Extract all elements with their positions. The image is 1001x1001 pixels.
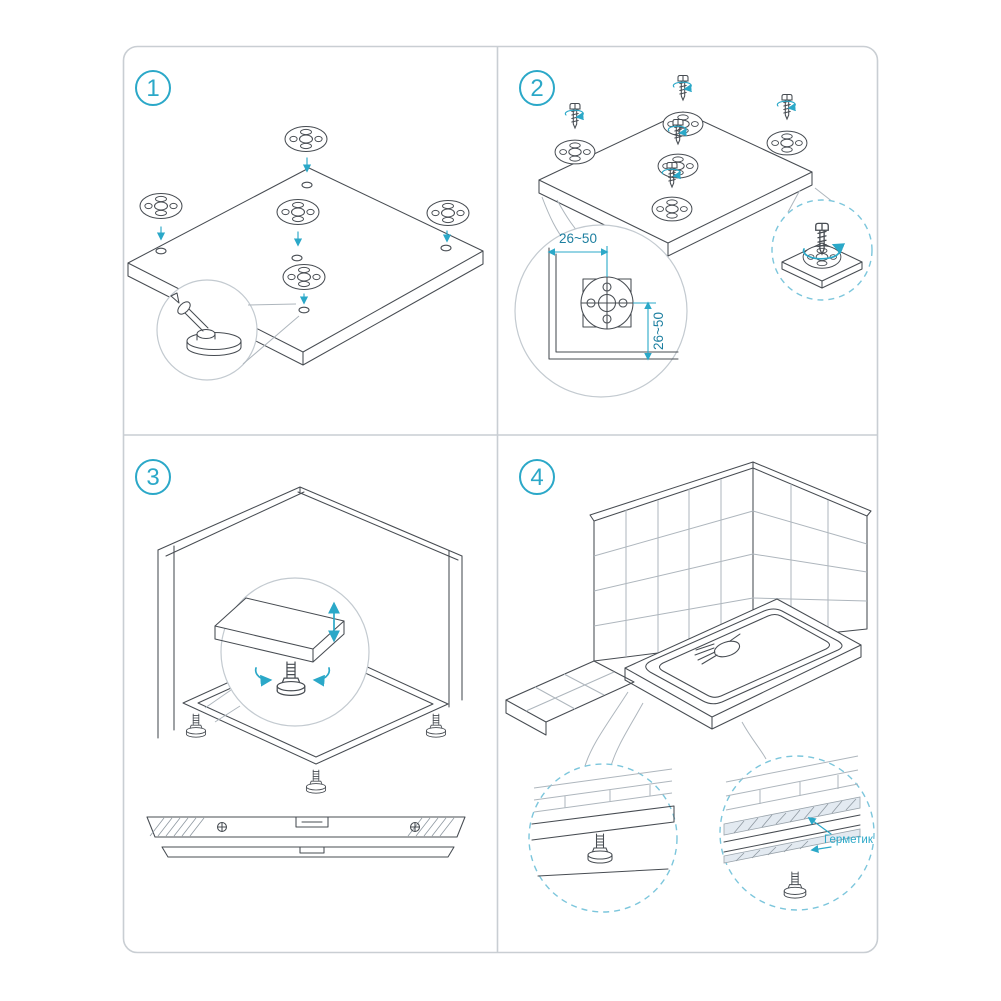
rotate-arrow-icon — [672, 81, 692, 93]
screw-icon — [776, 93, 796, 120]
step-number: 1 — [146, 75, 159, 102]
corner-dimension-detail: 26~50 26~50 — [547, 231, 679, 361]
dimension-label-vertical: 26~50 — [651, 312, 666, 350]
panel-step-4: 4 — [505, 459, 875, 913]
screw-icon — [667, 118, 687, 145]
mounting-plates-fixed — [554, 111, 808, 222]
insert-direction-arrows — [156, 157, 452, 305]
foot-adjustment-detail — [214, 597, 345, 696]
bolt-head — [177, 301, 191, 315]
adjustable-foot-icon — [185, 713, 207, 738]
rotate-arrow-icon — [802, 243, 846, 260]
sheet-border — [122, 45, 879, 954]
tiled-floor — [505, 660, 635, 736]
step-circle — [519, 70, 555, 106]
step-badge-1: 1 — [135, 70, 171, 106]
panel-step-3: 3 — [135, 459, 466, 858]
step-badge-4: 4 — [519, 459, 555, 495]
zoom-detail-circle — [719, 755, 875, 911]
screw-in-plate-detail — [781, 222, 863, 289]
horizontal-dimension: 26~50 — [547, 231, 609, 277]
step-number: 4 — [530, 464, 543, 491]
panel-step-2: 2 — [514, 70, 873, 398]
step-badge-2: 2 — [519, 70, 555, 106]
screw-head-icon — [216, 821, 228, 833]
mounting-plate-icon — [284, 125, 328, 153]
mounting-plate-icon — [657, 153, 699, 179]
mounting-plate-icon — [651, 196, 693, 222]
cabinet-underside — [157, 486, 463, 739]
detail-leader-lines — [204, 689, 241, 723]
left-wall-tile-grid — [593, 479, 754, 657]
board-corner-inner — [555, 253, 679, 353]
mounting-plate-icon — [282, 263, 326, 291]
step-circle — [519, 459, 555, 495]
sealant-detail: Герметик — [723, 755, 874, 899]
sealant-bead-floor — [723, 828, 861, 864]
mounting-plate-icon — [766, 130, 808, 156]
step-number: 3 — [146, 464, 159, 491]
step-circle — [135, 70, 171, 106]
tray-base-board — [127, 167, 484, 366]
panel-step-1: 1 — [127, 70, 484, 381]
loose-foot-detail — [170, 292, 242, 357]
adjustable-foot-icon — [425, 713, 447, 738]
step-circle — [135, 459, 171, 495]
rotate-arrow-icon — [254, 667, 273, 687]
rotate-arrow-icon — [564, 109, 584, 121]
step-number: 2 — [530, 75, 543, 102]
screw-head-icon — [409, 821, 421, 833]
screw-icon — [661, 161, 681, 188]
mounting-plate-icon — [276, 198, 320, 226]
rotate-arrow-icon — [661, 168, 681, 180]
board-corner-outer — [548, 247, 679, 360]
frame-side-view — [161, 846, 455, 858]
sealant-pointer-arrow — [807, 817, 832, 835]
mounting-plates-floating — [139, 125, 470, 291]
dimension-label-horizontal: 26~50 — [559, 231, 597, 246]
adjustable-foot-icon — [305, 769, 327, 794]
panel-grid — [122, 45, 879, 954]
bolt-shaft — [183, 308, 209, 332]
mounting-plate-icon — [554, 139, 596, 165]
detail-leader-lines — [584, 691, 767, 767]
mounting-plate-icon — [139, 192, 183, 220]
vertical-dimension: 26~50 — [633, 301, 666, 361]
mounting-holes — [155, 181, 452, 314]
detail-leader-lines — [242, 303, 300, 365]
mounting-plate-plan — [580, 276, 634, 330]
rotate-arrow-icon — [312, 667, 331, 687]
sealant-pointer-arrow — [810, 845, 832, 853]
screw-icon — [564, 102, 584, 129]
mounting-plate-icon — [426, 199, 470, 227]
screws-with-rotation — [564, 74, 796, 188]
rotate-arrow-icon — [667, 125, 687, 137]
screw-icon — [672, 74, 692, 101]
right-wall-tile-grid — [752, 484, 868, 637]
rotate-arrow-icon — [776, 100, 796, 112]
sealant-label: Герметик — [824, 834, 874, 846]
center-notch — [295, 816, 329, 828]
tray-edge-foot-detail — [531, 768, 675, 877]
shower-tray — [624, 598, 862, 730]
hand — [694, 633, 741, 665]
step-badge-3: 3 — [135, 459, 171, 495]
tray-side-view — [146, 816, 466, 858]
